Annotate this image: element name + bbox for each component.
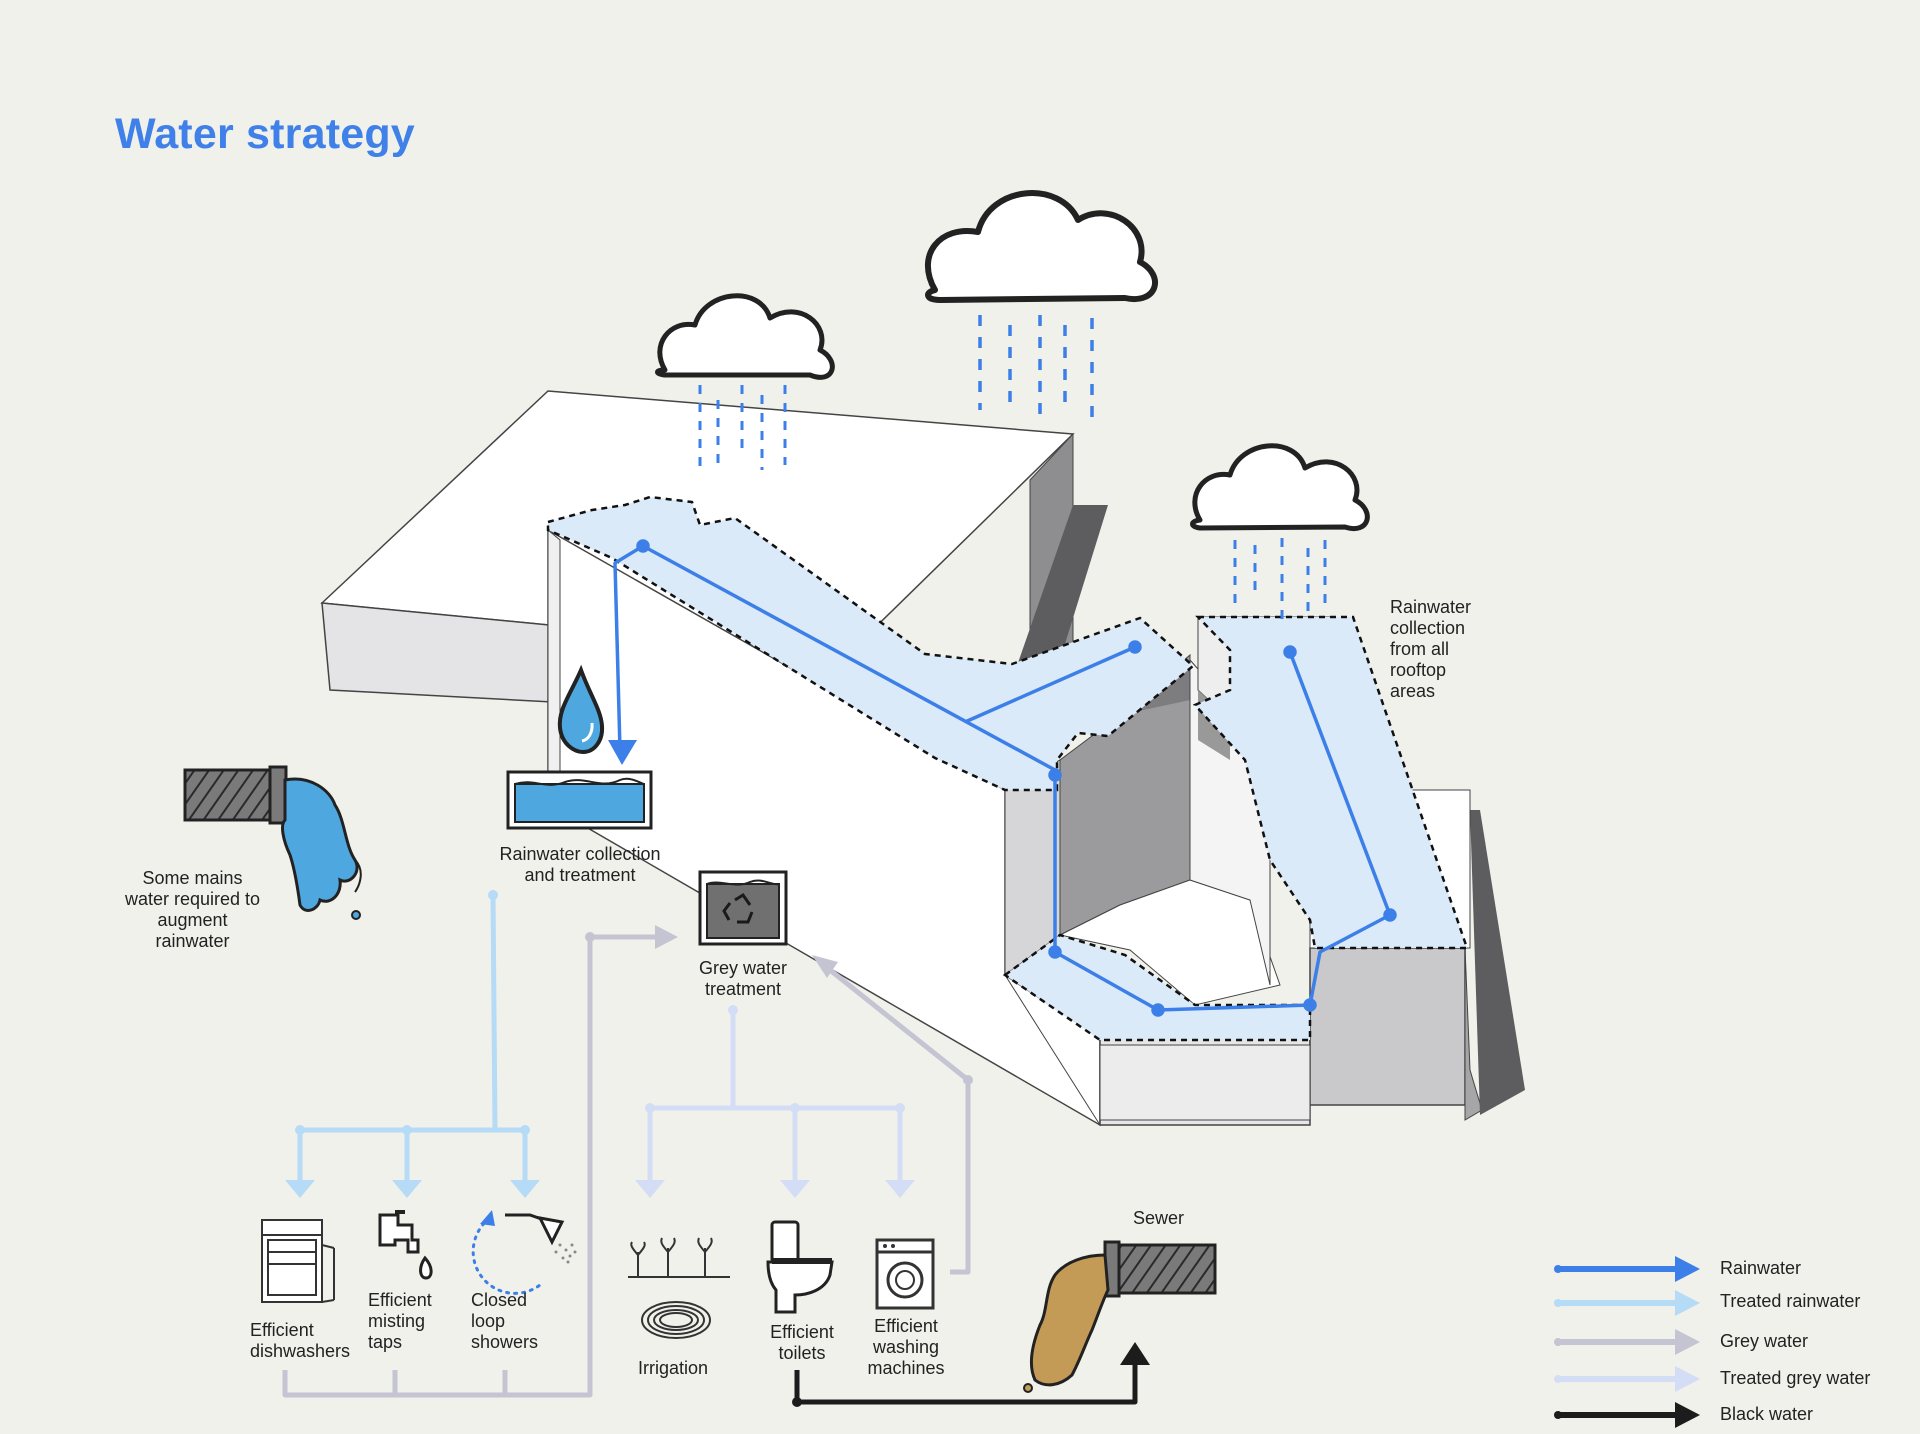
right-block-face [1309, 947, 1466, 1106]
legend-label-black-water: Black water [1720, 1404, 1814, 1424]
plants-icon [628, 1237, 730, 1278]
rain-pipe-downpipe [613, 544, 644, 751]
cloud-icon [655, 293, 835, 470]
toilet-icon [766, 1220, 834, 1314]
shower-icon [471, 1210, 577, 1295]
legend-swatch-rainwater [1554, 1256, 1700, 1282]
washing-machine-icon [875, 1238, 935, 1310]
legend-label-treated-rainwater: Treated rainwater [1720, 1291, 1861, 1311]
grey-water-flow [282, 925, 973, 1398]
treated-rainwater-flow [285, 890, 540, 1198]
rain-pipe-node [1283, 645, 1297, 659]
rainwater-pipes [608, 539, 1397, 1017]
label-toilets: Efficient toilets [770, 1322, 834, 1363]
label-misting-taps: Efficient misting taps [368, 1290, 432, 1352]
main-block-end [547, 528, 561, 813]
legend-swatch-grey-water [1554, 1329, 1700, 1355]
left-block-shadow [1012, 505, 1108, 680]
roof-area-right [1192, 615, 1469, 950]
building-massing [320, 390, 1525, 1127]
rain-pipe-node [1151, 1003, 1165, 1017]
black-water-flow [792, 1342, 1150, 1407]
rain-pipe-node [1303, 998, 1317, 1012]
roof-area-main [546, 495, 1195, 792]
water-drop-icon [557, 664, 605, 755]
cloud-icon [925, 190, 1158, 420]
water-tank-icon [506, 770, 653, 830]
page-title: Water strategy [115, 110, 415, 158]
rain-pipe-branch [964, 645, 1136, 724]
label-grey-water-treatment: Grey water treatment [698, 958, 788, 999]
treated-grey-water-flow [635, 1005, 915, 1198]
label-mains-water: Some mains water required to augment rai… [124, 868, 261, 951]
tap-icon [378, 1210, 433, 1280]
hose-icon [641, 1301, 711, 1339]
legend [1554, 1256, 1700, 1428]
rain-pipe-node [636, 539, 650, 553]
recycle-icon [722, 892, 754, 924]
legend-label-grey-water: Grey water [1720, 1331, 1809, 1351]
rain-pipe-node [1048, 768, 1062, 782]
mains-pipe-icon [183, 765, 362, 920]
label-rainwater-treatment: Rainwater collection and treatment [499, 844, 661, 885]
roof-collection-areas [546, 495, 1469, 1042]
label-dishwashers: Efficient dishwashers [250, 1320, 351, 1361]
rain-pipe-node [1128, 640, 1142, 654]
roof-area-courtyard [1002, 933, 1312, 1042]
rain-pipe-main-roof [642, 544, 1392, 1012]
label-washing-machines: Efficient washing machines [867, 1316, 945, 1378]
dishwasher-icon [261, 1219, 335, 1303]
right-block-shadow [1470, 810, 1525, 1115]
legend-label-rainwater: Rainwater [1720, 1258, 1802, 1278]
cloud-icon [1190, 443, 1370, 620]
front-lower-band [1099, 1044, 1311, 1121]
grey-water-tank-icon [698, 870, 788, 946]
label-closed-loop-showers: Closed loop showers [471, 1290, 539, 1352]
legend-label-treated-grey-water: Treated grey water [1720, 1368, 1871, 1388]
label-irrigation: Irrigation [638, 1358, 709, 1378]
sewer-pipe-icon [1023, 1240, 1217, 1393]
rain-pipe-node [1383, 908, 1397, 922]
rain-downpipe-arrowhead [608, 740, 637, 765]
legend-swatch-treated-rainwater [1554, 1290, 1700, 1316]
label-sewer: Sewer [1133, 1208, 1185, 1228]
label-rooftop-collection: Rainwater collection from all rooftop ar… [1390, 597, 1472, 701]
legend-swatch-treated-grey-water [1554, 1366, 1700, 1392]
legend-swatch-black-water [1554, 1402, 1700, 1428]
rain-pipe-node [1048, 945, 1062, 959]
